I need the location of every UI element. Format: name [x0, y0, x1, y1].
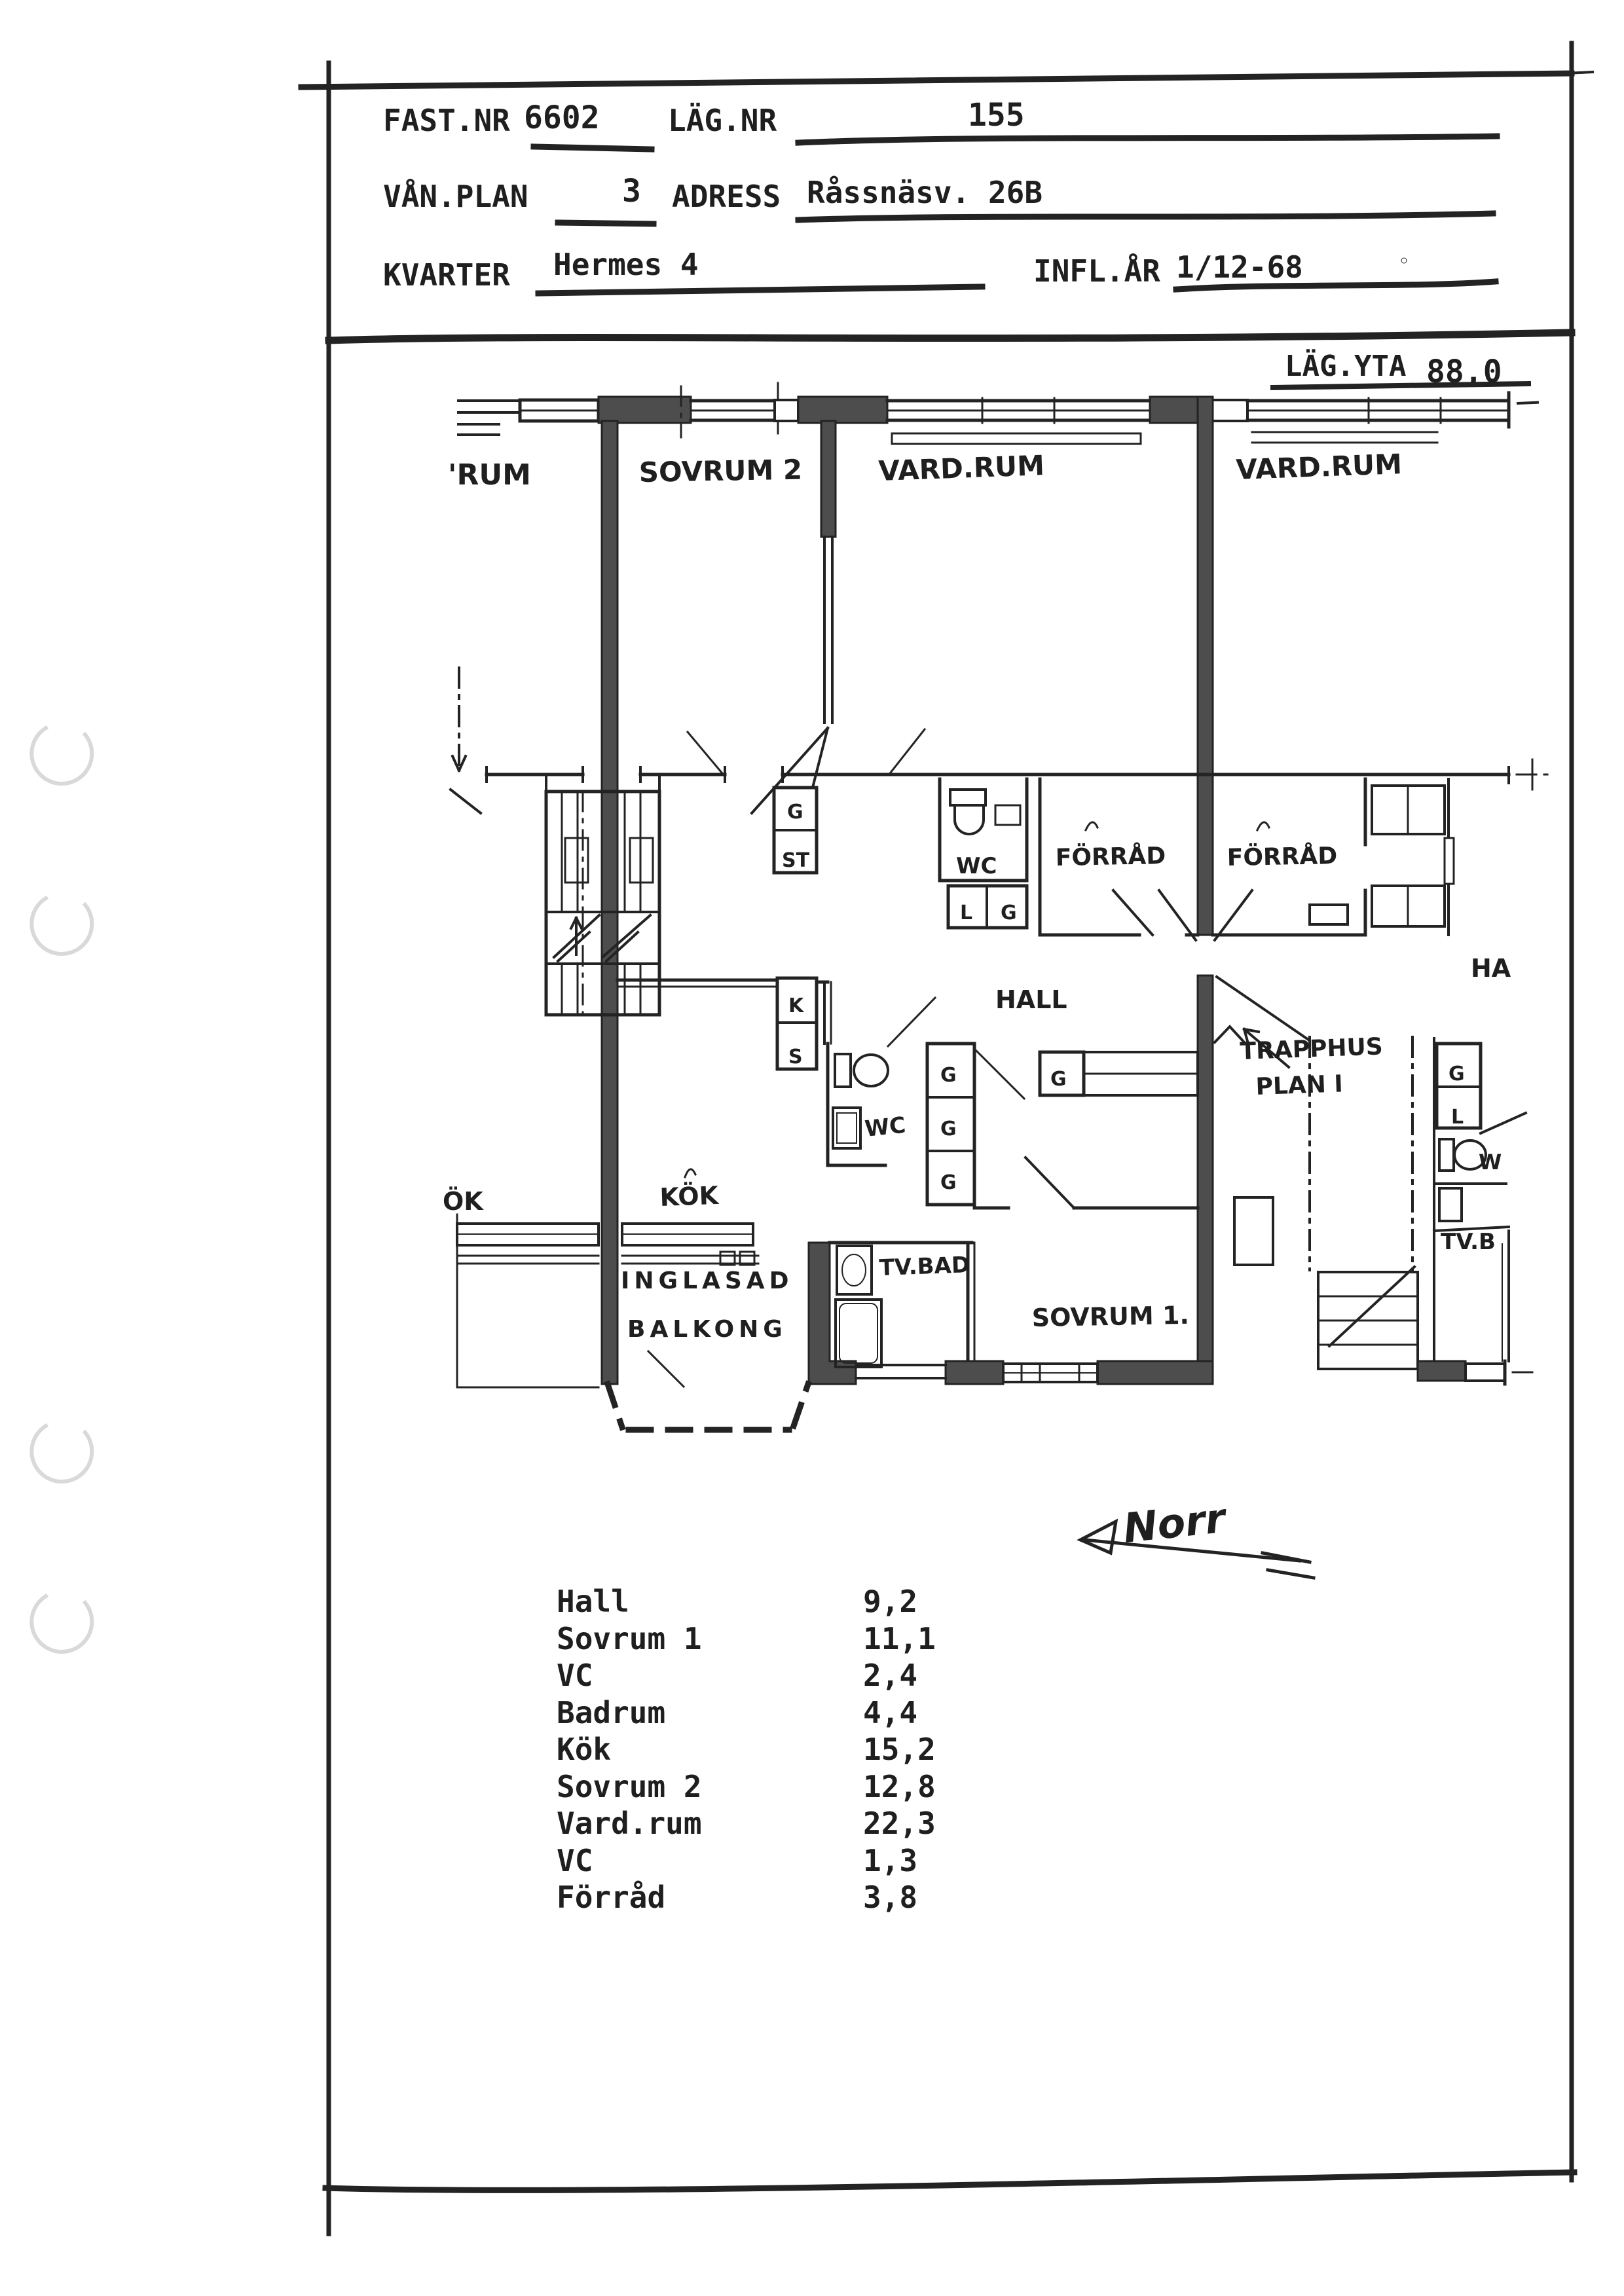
wc-small-label: WC [864, 1112, 907, 1142]
stairwell [544, 773, 661, 1017]
room-label-sovrum-cut: 'RUM [448, 458, 531, 492]
forrad-neighbor-room [1211, 777, 1455, 937]
room-label-vardrum: VARD.RUM [878, 449, 1045, 487]
middle-wall-band [485, 727, 1551, 791]
kok-cut-label: ÖK [443, 1187, 484, 1216]
hall-g3-label: G [940, 1171, 957, 1194]
table-row-area: 11,1 [863, 1621, 936, 1656]
room-area-table: Hall 9,2 Sovrum 1 11,1 VC 2,4 Badrum 4,4… [557, 1584, 936, 1915]
lag-nr-label: LÄG.NR [668, 103, 777, 138]
hall-neighbor-cut-label: HA [1471, 954, 1511, 983]
neighbor-g-label: G [1449, 1063, 1465, 1085]
table-row-area: 2,4 [863, 1658, 917, 1693]
wc-upper-room [938, 777, 1029, 883]
table-row-area: 22,3 [863, 1806, 936, 1841]
infl-ar-value: 1/12-68 [1176, 249, 1303, 285]
forrad-room [1038, 777, 1200, 937]
table-row-area: 1,3 [863, 1843, 917, 1878]
closet-k-label: K [788, 994, 805, 1017]
fast-nr-label: FAST.NR [383, 103, 510, 138]
closet-g-label: G [787, 801, 803, 824]
trapphus-label: TRAPPHUS [1240, 1033, 1384, 1065]
table-row-area: 15,2 [863, 1732, 936, 1767]
hall-sovrum1-wall [972, 1156, 1200, 1210]
hall-g1-label: G [940, 1064, 957, 1087]
kvarter-value: Hermes 4 [553, 247, 699, 282]
hall-label: HALL [995, 985, 1067, 1014]
hall-wardrobe [1038, 1050, 1199, 1097]
trapphus-area [1213, 975, 1419, 1370]
hall-wardrobe-g-label: G [1050, 1068, 1067, 1091]
balcony-outline [604, 1380, 812, 1433]
table-row-name: Förråd [557, 1880, 665, 1915]
balkong-label-line1: INGLASAD [621, 1267, 794, 1294]
lag-yta-label: LÄG.YTA [1285, 348, 1406, 383]
table-row-name: Vard.rum [557, 1806, 702, 1841]
closet-l-g [946, 884, 1029, 930]
room-label-sovrum2: SOVRUM 2 [638, 454, 802, 488]
lag-nr-value: 155 [968, 97, 1025, 134]
closet-g-st [772, 786, 819, 875]
table-row-area: 12,8 [863, 1769, 936, 1804]
hall-g2-label: G [940, 1118, 957, 1140]
table-row-name: Sovrum 1 [557, 1621, 702, 1656]
table-row-area: 3,8 [863, 1880, 917, 1915]
kvarter-label: KVARTER [383, 257, 510, 293]
wc-small-room [826, 996, 937, 1167]
header-form: FAST.NR 6602 LÄG.NR 155 VÅN.PLAN 3 ADRES… [325, 97, 1576, 391]
plan-one-label: PLAN I [1255, 1070, 1344, 1101]
neighbor-right-fixtures [1432, 1037, 1528, 1362]
neighbor-wc-cut-label: W [1479, 1150, 1502, 1175]
fast-nr-value: 6602 [524, 100, 600, 136]
van-plan-value: 3 [622, 173, 641, 210]
table-row-name: VC [557, 1843, 593, 1878]
closet-st-label: ST [782, 849, 810, 872]
van-plan-label: VÅN.PLAN [383, 179, 528, 214]
balcony-leader-line [646, 1349, 686, 1389]
infl-ar-label: INFL.ÅR [1033, 253, 1160, 289]
neighbor-l-label: L [1451, 1106, 1464, 1129]
neighbor-tvbad-cut-label: TV.B [1441, 1229, 1496, 1255]
north-arrow [1077, 1518, 1316, 1580]
table-row-name: VC [557, 1658, 593, 1693]
bottom-exterior-wall [855, 1359, 1541, 1386]
adress-label: ADRESS [672, 179, 781, 214]
hole-punch-marks [29, 725, 94, 1654]
tvbad-label: TV.BAD [879, 1252, 970, 1281]
hall-g-column [925, 1042, 1026, 1207]
closet-l-label: L [960, 902, 972, 924]
header-divider [325, 329, 1576, 344]
top-exterior-wall [457, 382, 1550, 445]
wc-upper-label: WC [956, 853, 997, 879]
table-row-name: Hall [557, 1584, 629, 1619]
table-row-area: 4,4 [863, 1695, 917, 1730]
table-row-name: Badrum [557, 1695, 665, 1730]
forrad-label: FÖRRÅD [1055, 842, 1166, 871]
table-row-name: Sovrum 2 [557, 1769, 702, 1804]
closet-s-label: S [788, 1046, 803, 1068]
sovrum1-label: SOVRUM 1. [1031, 1301, 1189, 1332]
north-label: Norr [1121, 1494, 1230, 1552]
kok-label: KÖK [659, 1181, 720, 1212]
closet-k-s [775, 976, 819, 1071]
table-row-name: Kök [557, 1732, 611, 1767]
closet-l-g-label: G [1001, 902, 1017, 924]
kitchen-counters [456, 1168, 760, 1389]
adress-value: Råssnäsv. 26B [807, 175, 1043, 210]
room-label-vardrum-neighbor: VARD.RUM [1236, 448, 1403, 486]
balkong-label-line2: BALKONG [627, 1316, 787, 1343]
kitchen-walls [616, 978, 832, 1045]
forrad-neighbor-label: FÖRRÅD [1227, 842, 1337, 871]
page-border [298, 41, 1595, 2236]
table-row-area: 9,2 [863, 1584, 917, 1619]
section-cut-line [449, 666, 483, 815]
party-walls [600, 395, 1254, 1385]
